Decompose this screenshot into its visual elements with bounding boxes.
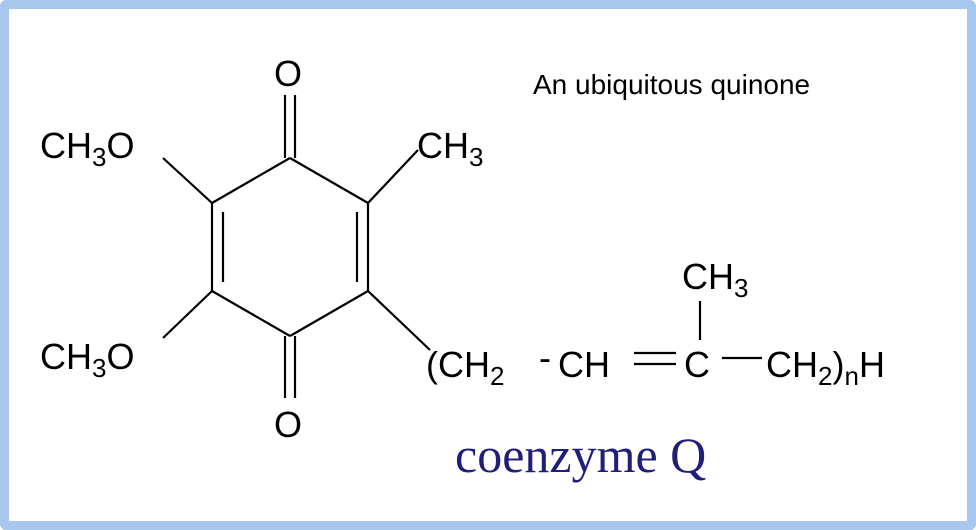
ring-bond	[211, 290, 291, 337]
methoxy-top-label: CH3O	[40, 125, 134, 172]
oxygen-top-label: O	[274, 53, 302, 94]
chain-dash: -	[539, 337, 551, 378]
caption: An ubiquitous quinone	[533, 69, 810, 100]
methoxy-bottom-label: CH3O	[40, 336, 134, 383]
chain-ch: CH	[558, 344, 610, 385]
side-chain-bond	[367, 290, 431, 351]
methoxy-top-bond	[162, 157, 213, 204]
ring-bond	[289, 290, 369, 337]
ring-bond	[211, 157, 291, 204]
oxygen-bottom-label: O	[274, 404, 302, 445]
methoxy-bottom-bond	[162, 290, 213, 339]
ring-methyl-bond	[367, 149, 419, 204]
diagram-title: coenzyme Q	[455, 427, 706, 483]
chain-c: C	[684, 344, 710, 385]
chain-open-ch2: (CH2	[426, 344, 504, 391]
ring-methyl-label: CH3	[417, 125, 483, 172]
bond-lines	[162, 95, 762, 398]
chain-close-group: CH2)nH	[766, 344, 885, 391]
branch-methyl-label: CH3	[682, 256, 748, 303]
ring-bond	[289, 157, 369, 204]
